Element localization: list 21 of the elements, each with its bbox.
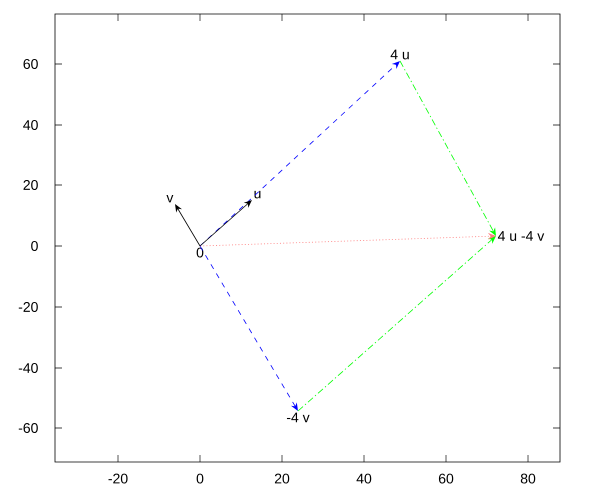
tick-label: -40	[18, 363, 38, 373]
tick-label: 20	[274, 474, 290, 484]
tick-label: 80	[520, 474, 536, 484]
point-label: u	[254, 190, 260, 198]
tick-label: 0	[31, 241, 38, 251]
tick-label: 40	[356, 474, 372, 484]
tick-label: 60	[438, 474, 454, 484]
point-label: -4 v	[286, 412, 310, 422]
point-label: v	[166, 195, 174, 202]
vector-arrow	[298, 236, 496, 412]
tick-label: 0	[196, 474, 204, 484]
point-label: 4 u -4 v	[498, 231, 544, 241]
tick-label: -20	[108, 474, 128, 484]
tick-label: -20	[18, 302, 38, 312]
tick-label: 40	[23, 120, 38, 130]
point-label: 0	[196, 248, 204, 258]
tick-label: 20	[24, 180, 38, 190]
tick-label: -60	[18, 423, 38, 433]
point-label: 4 u	[390, 50, 409, 60]
tick-label: 60	[24, 59, 38, 69]
vector-arrow	[200, 200, 252, 246]
